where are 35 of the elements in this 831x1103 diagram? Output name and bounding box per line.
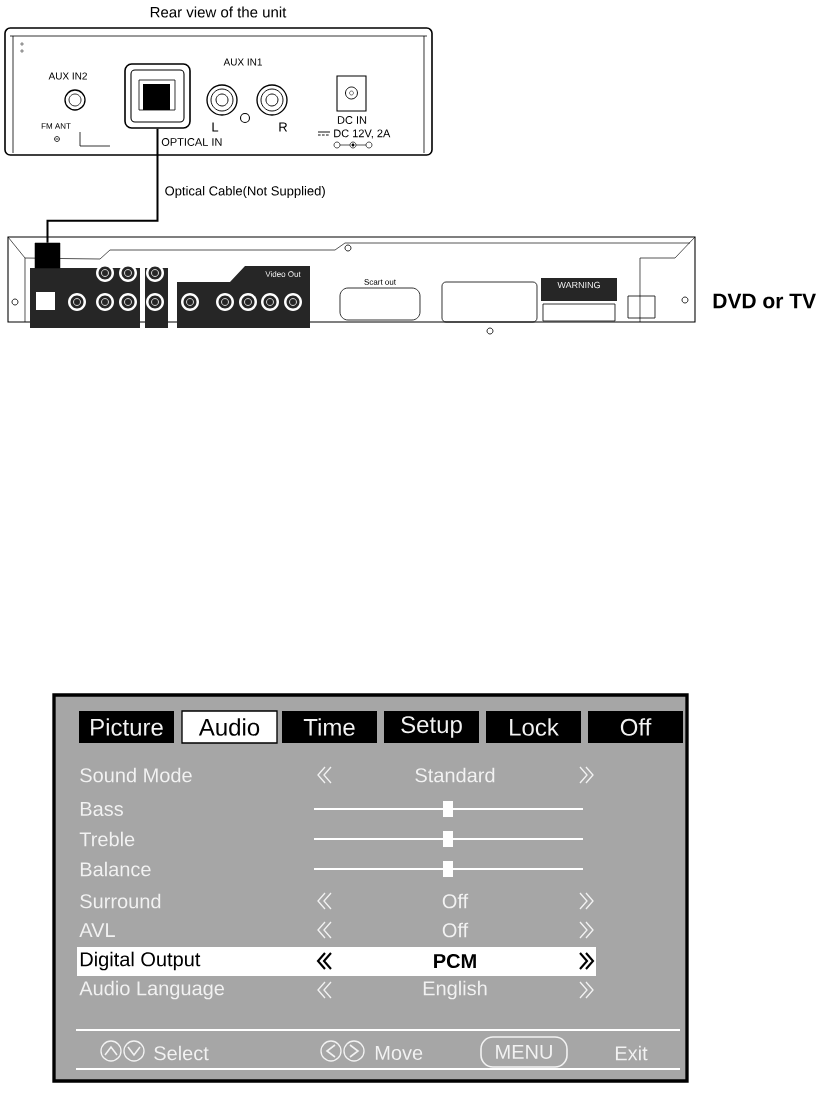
edge-label: Optical Cable(Not Supplied) <box>165 185 325 199</box>
device-label: DVD or TV <box>713 293 816 309</box>
menu-tab: Audio <box>181 710 278 744</box>
menu-hint: Select <box>154 1045 209 1061</box>
menu-value: English <box>423 980 487 1000</box>
menu-value: Off <box>442 893 469 909</box>
menu-item: Bass <box>80 802 123 816</box>
panel-label: AUX IN2 <box>48 72 87 80</box>
menu-tab: Time <box>282 711 377 743</box>
menu-tab: Setup <box>384 711 479 743</box>
menu-key: MENU <box>480 1036 568 1068</box>
menu-tab: Lock <box>486 711 581 743</box>
panel-label: DC IN <box>337 116 367 124</box>
menu-item: Treble <box>79 831 135 847</box>
panel-label: DC 12V, 2A <box>334 129 391 139</box>
menu-item: Digital Output <box>80 951 201 971</box>
menu-value: Standard <box>415 767 495 783</box>
port-label: OPTICAL IN <box>161 138 222 146</box>
menu-tab: Off <box>588 711 683 743</box>
cable <box>46 127 159 244</box>
menu-item: AVL <box>79 923 115 937</box>
menu-hint: Move <box>375 1046 423 1060</box>
menu-value: PCM <box>434 953 476 969</box>
panel-label: FM ANT <box>41 123 71 129</box>
menu-value: Off <box>442 922 469 938</box>
menu-item: Audio Language <box>79 980 224 1000</box>
panel-label: AUX IN1 <box>223 58 262 66</box>
panel-label: R <box>279 122 288 132</box>
menu-tab: Picture <box>79 711 174 743</box>
menu-item: Sound Mode <box>80 767 192 783</box>
panel-label: L <box>212 122 219 132</box>
menu-item: Balance <box>80 861 151 877</box>
menu-hint: Exit <box>615 1045 648 1061</box>
heading: Rear view of the unit <box>150 6 287 18</box>
menu-item: Surround <box>80 893 161 909</box>
